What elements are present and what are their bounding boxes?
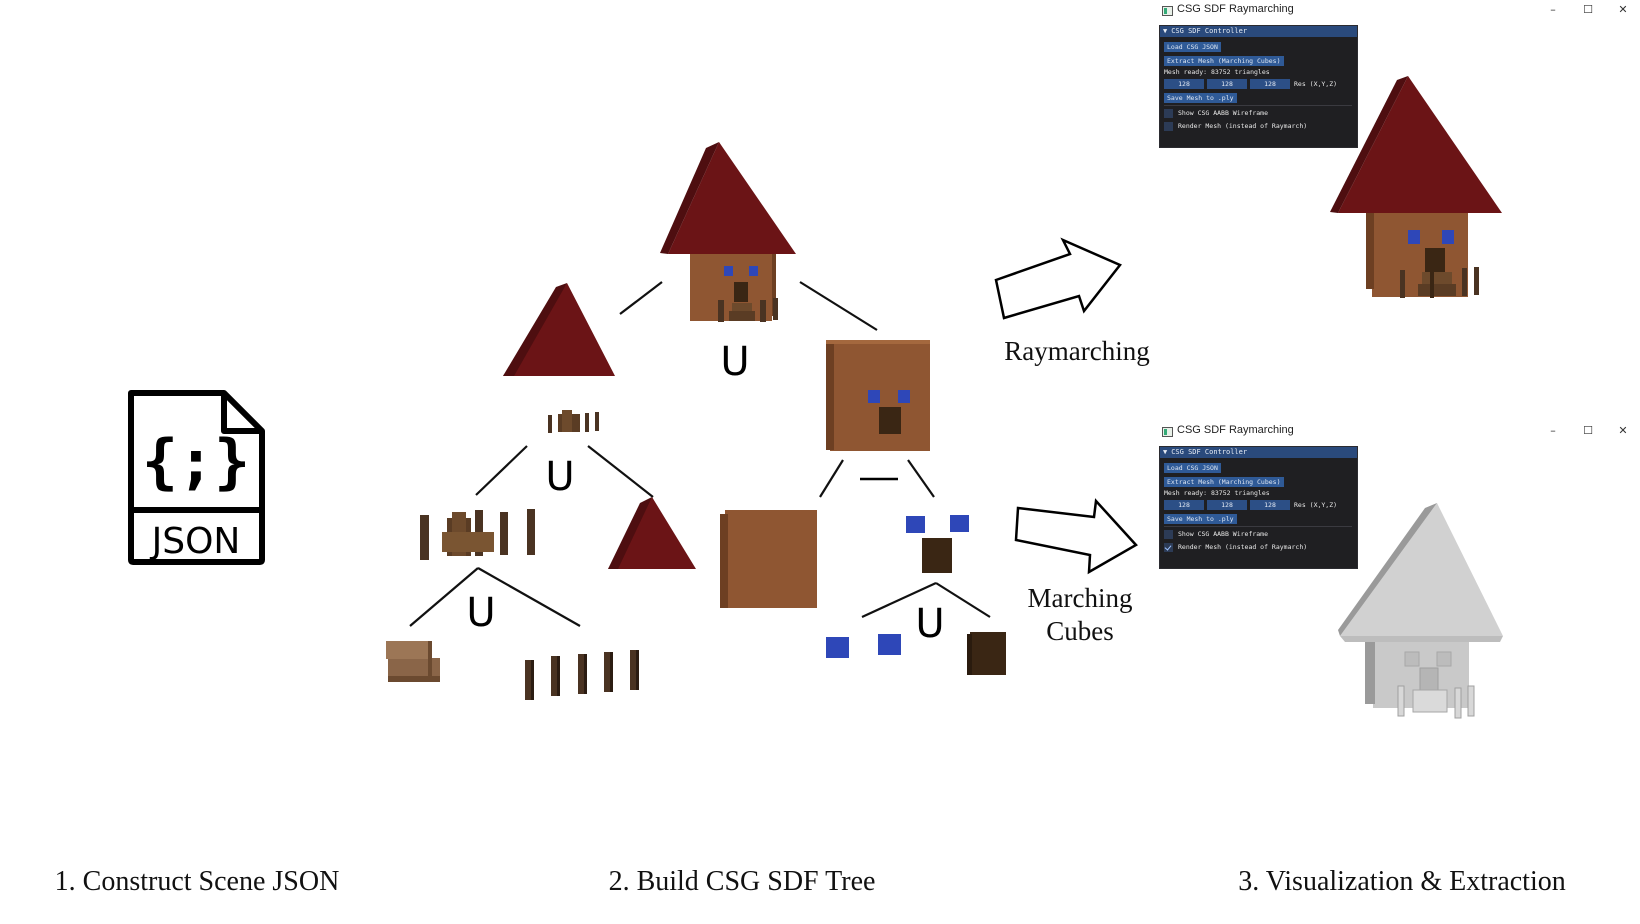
steps-leaf-node	[386, 641, 440, 682]
raymarching-arrow	[994, 237, 1122, 320]
mesh-status-text: Mesh ready: 83752 triangles	[1164, 68, 1270, 76]
mesh-status-text: Mesh ready: 83752 triangles	[1164, 489, 1270, 497]
res-x-input[interactable]: 128	[1164, 79, 1204, 89]
render-mesh-checkbox-label: Render Mesh (instead of Raymarch)	[1178, 122, 1308, 130]
window-titlebar[interactable]: CSG SDF Raymarching – ☐ ✕	[1159, 0, 1639, 22]
app-icon	[1162, 6, 1173, 16]
render-mesh-checkbox[interactable]	[1164, 122, 1173, 131]
wireframe-checkbox[interactable]	[1164, 530, 1173, 539]
close-button[interactable]: ✕	[1618, 424, 1628, 437]
marching-cubes-label-line2: Cubes	[1046, 616, 1114, 646]
csg-controller-panel: ▼CSG SDF Controller Load CSG JSON Extrac…	[1159, 25, 1358, 148]
collapse-triangle-icon[interactable]: ▼	[1163, 27, 1168, 35]
wireframe-checkbox-label: Show CSG AABB Wireframe	[1178, 109, 1269, 117]
resolution-row: 128 128 128 Res (X,Y,Z)	[1164, 500, 1354, 510]
wall-difference-node	[826, 340, 930, 451]
json-file-icon: {;} JSON	[128, 390, 265, 565]
panel-header-label: CSG SDF Controller	[1171, 448, 1248, 456]
raymarching-label: Raymarching	[1004, 336, 1149, 366]
raymarched-house-render	[1330, 76, 1502, 298]
close-button[interactable]: ✕	[1618, 3, 1628, 16]
fence-union-node	[420, 509, 535, 560]
window-title: CSG SDF Raymarching	[1177, 3, 1294, 15]
door-leaf-node	[967, 632, 1006, 675]
res-label: Res (X,Y,Z)	[1294, 501, 1338, 509]
wireframe-checkbox-label: Show CSG AABB Wireframe	[1178, 530, 1269, 538]
union-symbol-window-branch: U	[915, 601, 944, 647]
tree-edges	[409, 281, 991, 627]
windows-leaf-node	[826, 634, 901, 658]
res-y-input[interactable]: 128	[1207, 500, 1247, 510]
separator	[1164, 526, 1352, 527]
wall-leaf-node	[720, 510, 817, 608]
render-mesh-checkbox-label: Render Mesh (instead of Raymarch)	[1178, 543, 1308, 551]
window-titlebar[interactable]: CSG SDF Raymarching – ☐ ✕	[1159, 421, 1639, 443]
res-x-input[interactable]: 128	[1164, 500, 1204, 510]
windows-door-union-node	[906, 515, 969, 573]
separator	[1164, 105, 1352, 106]
panel-header[interactable]: ▼CSG SDF Controller	[1160, 447, 1357, 458]
load-csg-json-button[interactable]: Load CSG JSON	[1164, 463, 1221, 473]
res-z-input[interactable]: 128	[1250, 79, 1290, 89]
fence-posts-leaf-node	[525, 650, 639, 700]
json-icon-label: JSON	[150, 521, 241, 562]
minimize-button[interactable]: –	[1550, 424, 1556, 437]
extract-mesh-button[interactable]: Extract Mesh (Marching Cubes)	[1164, 56, 1284, 66]
union-symbol-root: U	[720, 339, 749, 385]
maximize-button[interactable]: ☐	[1583, 3, 1593, 16]
tree-operators: U U U U	[466, 339, 944, 647]
caption-step-2: 2. Build CSG SDF Tree	[609, 866, 876, 897]
res-label: Res (X,Y,Z)	[1294, 80, 1338, 88]
collapse-triangle-icon[interactable]: ▼	[1163, 448, 1168, 456]
root-house-node	[660, 142, 796, 322]
mesh-house-render	[1338, 503, 1503, 719]
window-title: CSG SDF Raymarching	[1177, 424, 1294, 436]
save-mesh-button[interactable]: Save Mesh to .ply	[1164, 93, 1237, 103]
marching-cubes-label-line1: Marching	[1028, 583, 1133, 613]
union-symbol-fence-branch: U	[466, 590, 495, 636]
app-window-mesh: CSG SDF Raymarching – ☐ ✕ ▼CSG SDF Contr…	[1159, 421, 1639, 581]
save-mesh-button[interactable]: Save Mesh to .ply	[1164, 514, 1237, 524]
roof-branch-node	[503, 283, 615, 433]
panel-header-label: CSG SDF Controller	[1171, 27, 1248, 35]
minimize-button[interactable]: –	[1550, 3, 1556, 16]
load-csg-json-button[interactable]: Load CSG JSON	[1164, 42, 1221, 52]
panel-header[interactable]: ▼CSG SDF Controller	[1160, 26, 1357, 37]
caption-step-1: 1. Construct Scene JSON	[55, 866, 340, 897]
extract-mesh-button[interactable]: Extract Mesh (Marching Cubes)	[1164, 477, 1284, 487]
caption-step-3: 3. Visualization & Extraction	[1238, 866, 1566, 897]
app-icon	[1162, 427, 1173, 437]
res-z-input[interactable]: 128	[1250, 500, 1290, 510]
union-symbol-roof-branch: U	[545, 454, 574, 500]
json-icon-glyph: {;}	[142, 427, 250, 497]
resolution-row: 128 128 128 Res (X,Y,Z)	[1164, 79, 1354, 89]
csg-controller-panel: ▼CSG SDF Controller Load CSG JSON Extrac…	[1159, 446, 1358, 569]
render-mesh-checkbox[interactable]	[1164, 543, 1173, 552]
maximize-button[interactable]: ☐	[1583, 424, 1593, 437]
roof-leaf-node	[608, 497, 696, 569]
marching-cubes-arrow	[1014, 498, 1138, 575]
app-window-raymarch: CSG SDF Raymarching – ☐ ✕ ▼CSG SDF Contr…	[1159, 0, 1639, 160]
res-y-input[interactable]: 128	[1207, 79, 1247, 89]
wireframe-checkbox[interactable]	[1164, 109, 1173, 118]
